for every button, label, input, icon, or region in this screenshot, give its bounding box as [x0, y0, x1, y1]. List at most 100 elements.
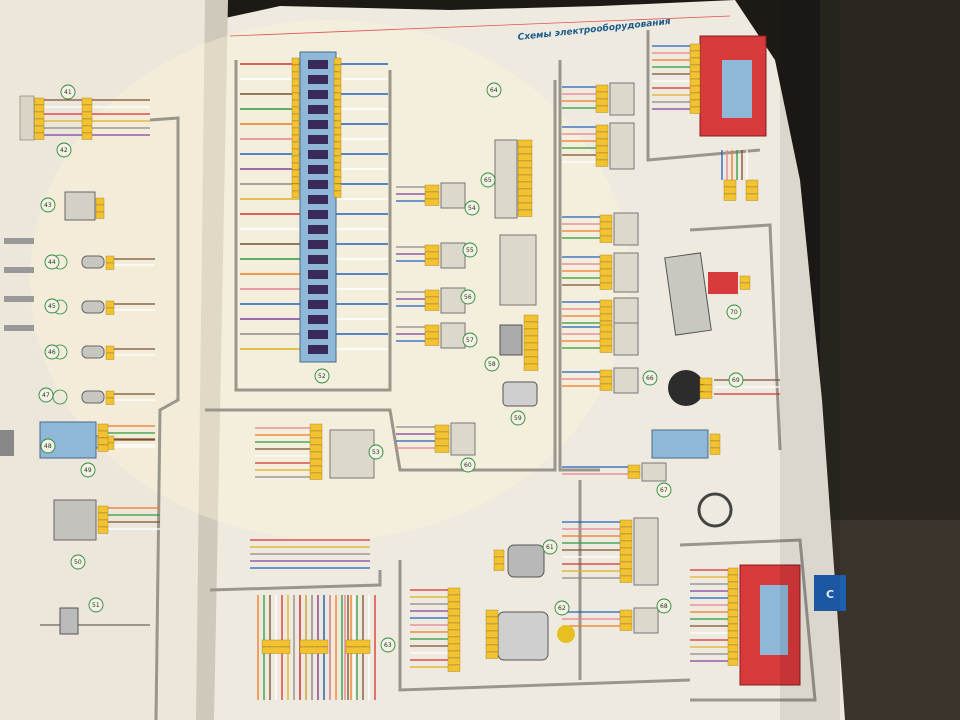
connector-pin — [599, 282, 613, 290]
connector-pin — [595, 105, 609, 113]
connector-pin — [727, 581, 739, 589]
connector-pin — [309, 423, 323, 431]
side-tab — [814, 575, 846, 611]
connector-pin — [291, 57, 300, 65]
connector-pin — [81, 111, 93, 119]
connector-pin — [523, 335, 539, 343]
connector-pin — [424, 296, 440, 304]
connector-pin — [599, 324, 613, 332]
connector-pin — [689, 50, 701, 58]
component-label: 58 — [488, 361, 496, 368]
connector-pin — [291, 92, 300, 100]
connector-pin — [291, 169, 300, 177]
connector-pin — [333, 92, 342, 100]
connector-pin — [727, 651, 739, 659]
connector-pin — [447, 608, 461, 616]
connector-pin — [105, 255, 115, 263]
connector-pin — [619, 616, 633, 624]
actuator — [502, 381, 538, 407]
label-ring — [56, 142, 72, 158]
component-layer — [0, 35, 801, 686]
fuse — [308, 75, 328, 84]
label-ring — [314, 368, 330, 384]
connector-pin — [517, 195, 533, 203]
connector-pin — [447, 601, 461, 609]
lamp-socket — [81, 345, 105, 359]
label-ring — [726, 304, 742, 320]
fuse — [308, 120, 328, 129]
component-label: 63 — [384, 642, 392, 649]
relay-inner-bottom — [760, 585, 788, 655]
connector-pin — [599, 338, 613, 346]
connector-pin — [517, 209, 533, 217]
connector-pin — [619, 540, 633, 548]
connector-pin — [619, 561, 633, 569]
connector-pin — [599, 313, 613, 321]
connector-pin — [619, 609, 633, 617]
component-label: 60 — [464, 462, 472, 469]
component-label: 44 — [48, 259, 56, 266]
connector-pin — [97, 423, 109, 431]
component-label: 48 — [44, 443, 52, 450]
connector-pin — [627, 471, 641, 479]
connector-pin — [523, 328, 539, 336]
component-label: 41 — [64, 89, 72, 96]
connector-pin — [595, 152, 609, 160]
page-fold — [196, 0, 228, 720]
component-label: 65 — [484, 177, 492, 184]
left-block — [19, 95, 35, 141]
connector-pin — [727, 644, 739, 652]
connector-pin — [424, 191, 440, 199]
connector-pin — [599, 376, 613, 384]
fuse — [308, 210, 328, 219]
connector-pin — [699, 384, 713, 392]
connector-pin — [447, 587, 461, 595]
connector-pin — [745, 179, 759, 187]
relay-box — [64, 191, 96, 221]
connector-pin — [95, 204, 105, 212]
connector-pin — [424, 331, 440, 339]
connector-pin — [291, 183, 300, 191]
fuse — [308, 90, 328, 99]
switch-box — [440, 242, 466, 269]
connector-pin — [447, 657, 461, 665]
connector-pin — [291, 162, 300, 170]
connector-pin — [299, 646, 329, 654]
connector-pin — [333, 162, 342, 170]
switch-box — [633, 517, 659, 586]
switch-box — [641, 462, 667, 482]
main-wire — [209, 570, 382, 592]
connector-pin — [619, 575, 633, 583]
connector-pin — [309, 444, 323, 452]
connector-pin — [424, 289, 440, 297]
connector-pin — [523, 363, 539, 371]
connector-pin — [81, 104, 93, 112]
left-edge-part — [0, 430, 14, 456]
connector-pin — [689, 92, 701, 100]
connector-pin — [447, 636, 461, 644]
connector-pin — [517, 167, 533, 175]
component-label: 70 — [730, 309, 738, 316]
connector-pin — [619, 554, 633, 562]
connector-pin — [434, 438, 450, 446]
connector-pin — [291, 155, 300, 163]
connector-pin — [424, 198, 440, 206]
connector-pin — [727, 602, 739, 610]
connector-pin — [309, 430, 323, 438]
connector-pin — [33, 118, 45, 126]
connector-pin — [727, 630, 739, 638]
fuel-gauge — [697, 492, 733, 528]
fuse — [308, 105, 328, 114]
fuse — [308, 330, 328, 339]
connector-pin — [485, 623, 499, 631]
label-ring — [656, 482, 672, 498]
connector-pin — [97, 512, 109, 520]
connector-pin — [493, 549, 505, 557]
connector-pin — [291, 190, 300, 198]
connector-pin — [291, 127, 300, 135]
connector-pin — [299, 639, 329, 647]
component-label: 46 — [48, 349, 56, 356]
connector-pin — [689, 99, 701, 107]
